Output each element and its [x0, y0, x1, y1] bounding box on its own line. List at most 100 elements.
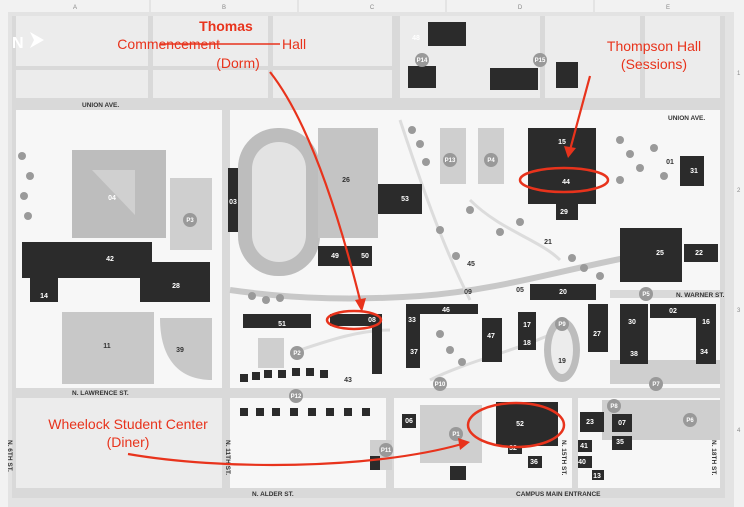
- building-label-27: 27: [593, 331, 601, 338]
- grid-column-label: E: [666, 5, 670, 11]
- parking-marker-p14: P14: [415, 53, 429, 67]
- svg-text:P7: P7: [652, 382, 660, 388]
- building-label-25: 25: [656, 250, 664, 257]
- grid-row-label: 3: [737, 308, 741, 314]
- building-label-35: 35: [616, 439, 624, 446]
- street-label-entrance: CAMPUS MAIN ENTRANCE: [516, 491, 601, 498]
- building-label-17: 17: [523, 322, 531, 329]
- street-label-sixth: N. 6TH ST.: [6, 440, 13, 472]
- thomas-arrow: [269, 71, 362, 301]
- street-label-eleventh: N. 11TH ST.: [224, 440, 231, 475]
- grid-side-right: [734, 12, 744, 507]
- parking-marker-p13: P13: [443, 153, 457, 167]
- grid-column-label: C: [370, 5, 375, 11]
- svg-text:P8: P8: [610, 404, 618, 410]
- building-label-03: 03: [229, 199, 237, 206]
- parking-marker-p4: P4: [484, 153, 498, 167]
- grid-row-label: 4: [737, 428, 741, 434]
- building-label-18: 18: [523, 340, 531, 347]
- building-label-21: 21: [544, 239, 552, 246]
- building-label-14: 14: [40, 293, 48, 300]
- building-label-40: 40: [578, 459, 586, 466]
- building-label-22: 22: [695, 250, 703, 257]
- building-label-07: 07: [618, 420, 626, 427]
- north-arrow-icon: N: [12, 32, 44, 52]
- svg-text:P14: P14: [417, 58, 428, 64]
- svg-text:P1: P1: [452, 432, 460, 438]
- thompson-annotation: Thompson Hall (Sessions): [518, 38, 701, 194]
- building-label-26: 26: [342, 177, 350, 184]
- wheelock-arrow: [127, 442, 463, 467]
- building-label-31: 31: [690, 168, 698, 175]
- building-label-09: 09: [464, 289, 472, 296]
- svg-text:P15: P15: [535, 58, 546, 64]
- building-label-50: 50: [361, 253, 369, 260]
- wheelock-role: (Diner): [107, 434, 150, 450]
- grid-row-label: 1: [737, 71, 741, 77]
- thomas-suffix: Hall: [282, 36, 306, 52]
- parking-marker-p2: P2: [290, 346, 304, 360]
- grid-side-left: [0, 12, 8, 507]
- street-label-fifteenth: N. 15TH ST.: [560, 440, 567, 476]
- street-label-alder: N. ALDER ST.: [252, 491, 294, 498]
- building-label-46: 46: [442, 307, 450, 314]
- parking-marker-p3: P3: [183, 213, 197, 227]
- building-label-23: 23: [586, 419, 594, 426]
- parking-marker-p5: P5: [639, 287, 653, 301]
- street-label-eighteenth: N. 18TH ST.: [710, 440, 717, 476]
- building-label-52: 52: [516, 421, 524, 428]
- building-label-13: 13: [593, 473, 601, 480]
- svg-text:P13: P13: [445, 158, 456, 164]
- grid-row-label: 2: [737, 188, 741, 194]
- thompson-hall-highlight: [518, 166, 610, 194]
- grid-column-label: D: [518, 5, 523, 11]
- parking-marker-p8: P8: [607, 399, 621, 413]
- svg-text:P12: P12: [291, 394, 302, 400]
- building-label-43: 43: [344, 377, 352, 384]
- thomas-hall-highlight: [325, 309, 383, 331]
- building-label-38: 38: [630, 351, 638, 358]
- building-label-05: 05: [516, 287, 524, 294]
- building-label-39: 39: [176, 347, 184, 354]
- svg-text:P6: P6: [686, 418, 694, 424]
- parking-marker-p11: P11: [379, 443, 393, 457]
- wheelock-annotation: Wheelock Student Center (Diner): [48, 401, 566, 467]
- svg-text:P2: P2: [293, 351, 301, 357]
- building-label-28: 28: [172, 283, 180, 290]
- building-label-02: 02: [669, 308, 677, 315]
- thompson-arrow: [568, 75, 592, 151]
- street-label-union-right: UNION AVE.: [668, 115, 705, 122]
- thompson-name: Thompson Hall: [607, 38, 701, 54]
- building-label-49: 49: [331, 253, 339, 260]
- street-label-lawrence: N. LAWRENCE ST.: [72, 390, 129, 397]
- svg-text:P11: P11: [381, 448, 392, 454]
- building-label-11: 11: [103, 343, 111, 350]
- parking-marker-p12: P12: [289, 389, 303, 403]
- svg-text:P10: P10: [435, 382, 446, 388]
- building-label-19: 19: [558, 358, 566, 365]
- svg-text:P3: P3: [186, 218, 194, 224]
- parking-marker-p15: P15: [533, 53, 547, 67]
- building-label-16: 16: [702, 319, 710, 326]
- building-label-37: 37: [410, 349, 418, 356]
- building-label-33: 33: [408, 317, 416, 324]
- street-label-union-left: UNION AVE.: [82, 102, 119, 109]
- wheelock-center-highlight: [466, 401, 566, 449]
- street-label-warner: N. WARNER ST.: [676, 292, 725, 299]
- building-label-06: 06: [405, 418, 413, 425]
- parking-marker-p10: P10: [433, 377, 447, 391]
- building-label-42: 42: [106, 256, 114, 263]
- thomas-annotation: Thomas Commencement Hall (Dorm): [117, 18, 383, 331]
- grid-column-label: A: [73, 5, 77, 11]
- building-label-15: 15: [558, 139, 566, 146]
- building-label-30: 30: [628, 319, 636, 326]
- building-label-45: 45: [467, 261, 475, 268]
- svg-text:P4: P4: [487, 158, 495, 164]
- building-label-41: 41: [580, 443, 588, 450]
- thomas-role: (Dorm): [216, 55, 260, 71]
- grid-column-label: B: [222, 5, 226, 11]
- parking-marker-p6: P6: [683, 413, 697, 427]
- building-label-51: 51: [278, 321, 286, 328]
- buildings-layer: [22, 22, 718, 480]
- svg-text:P5: P5: [642, 292, 650, 298]
